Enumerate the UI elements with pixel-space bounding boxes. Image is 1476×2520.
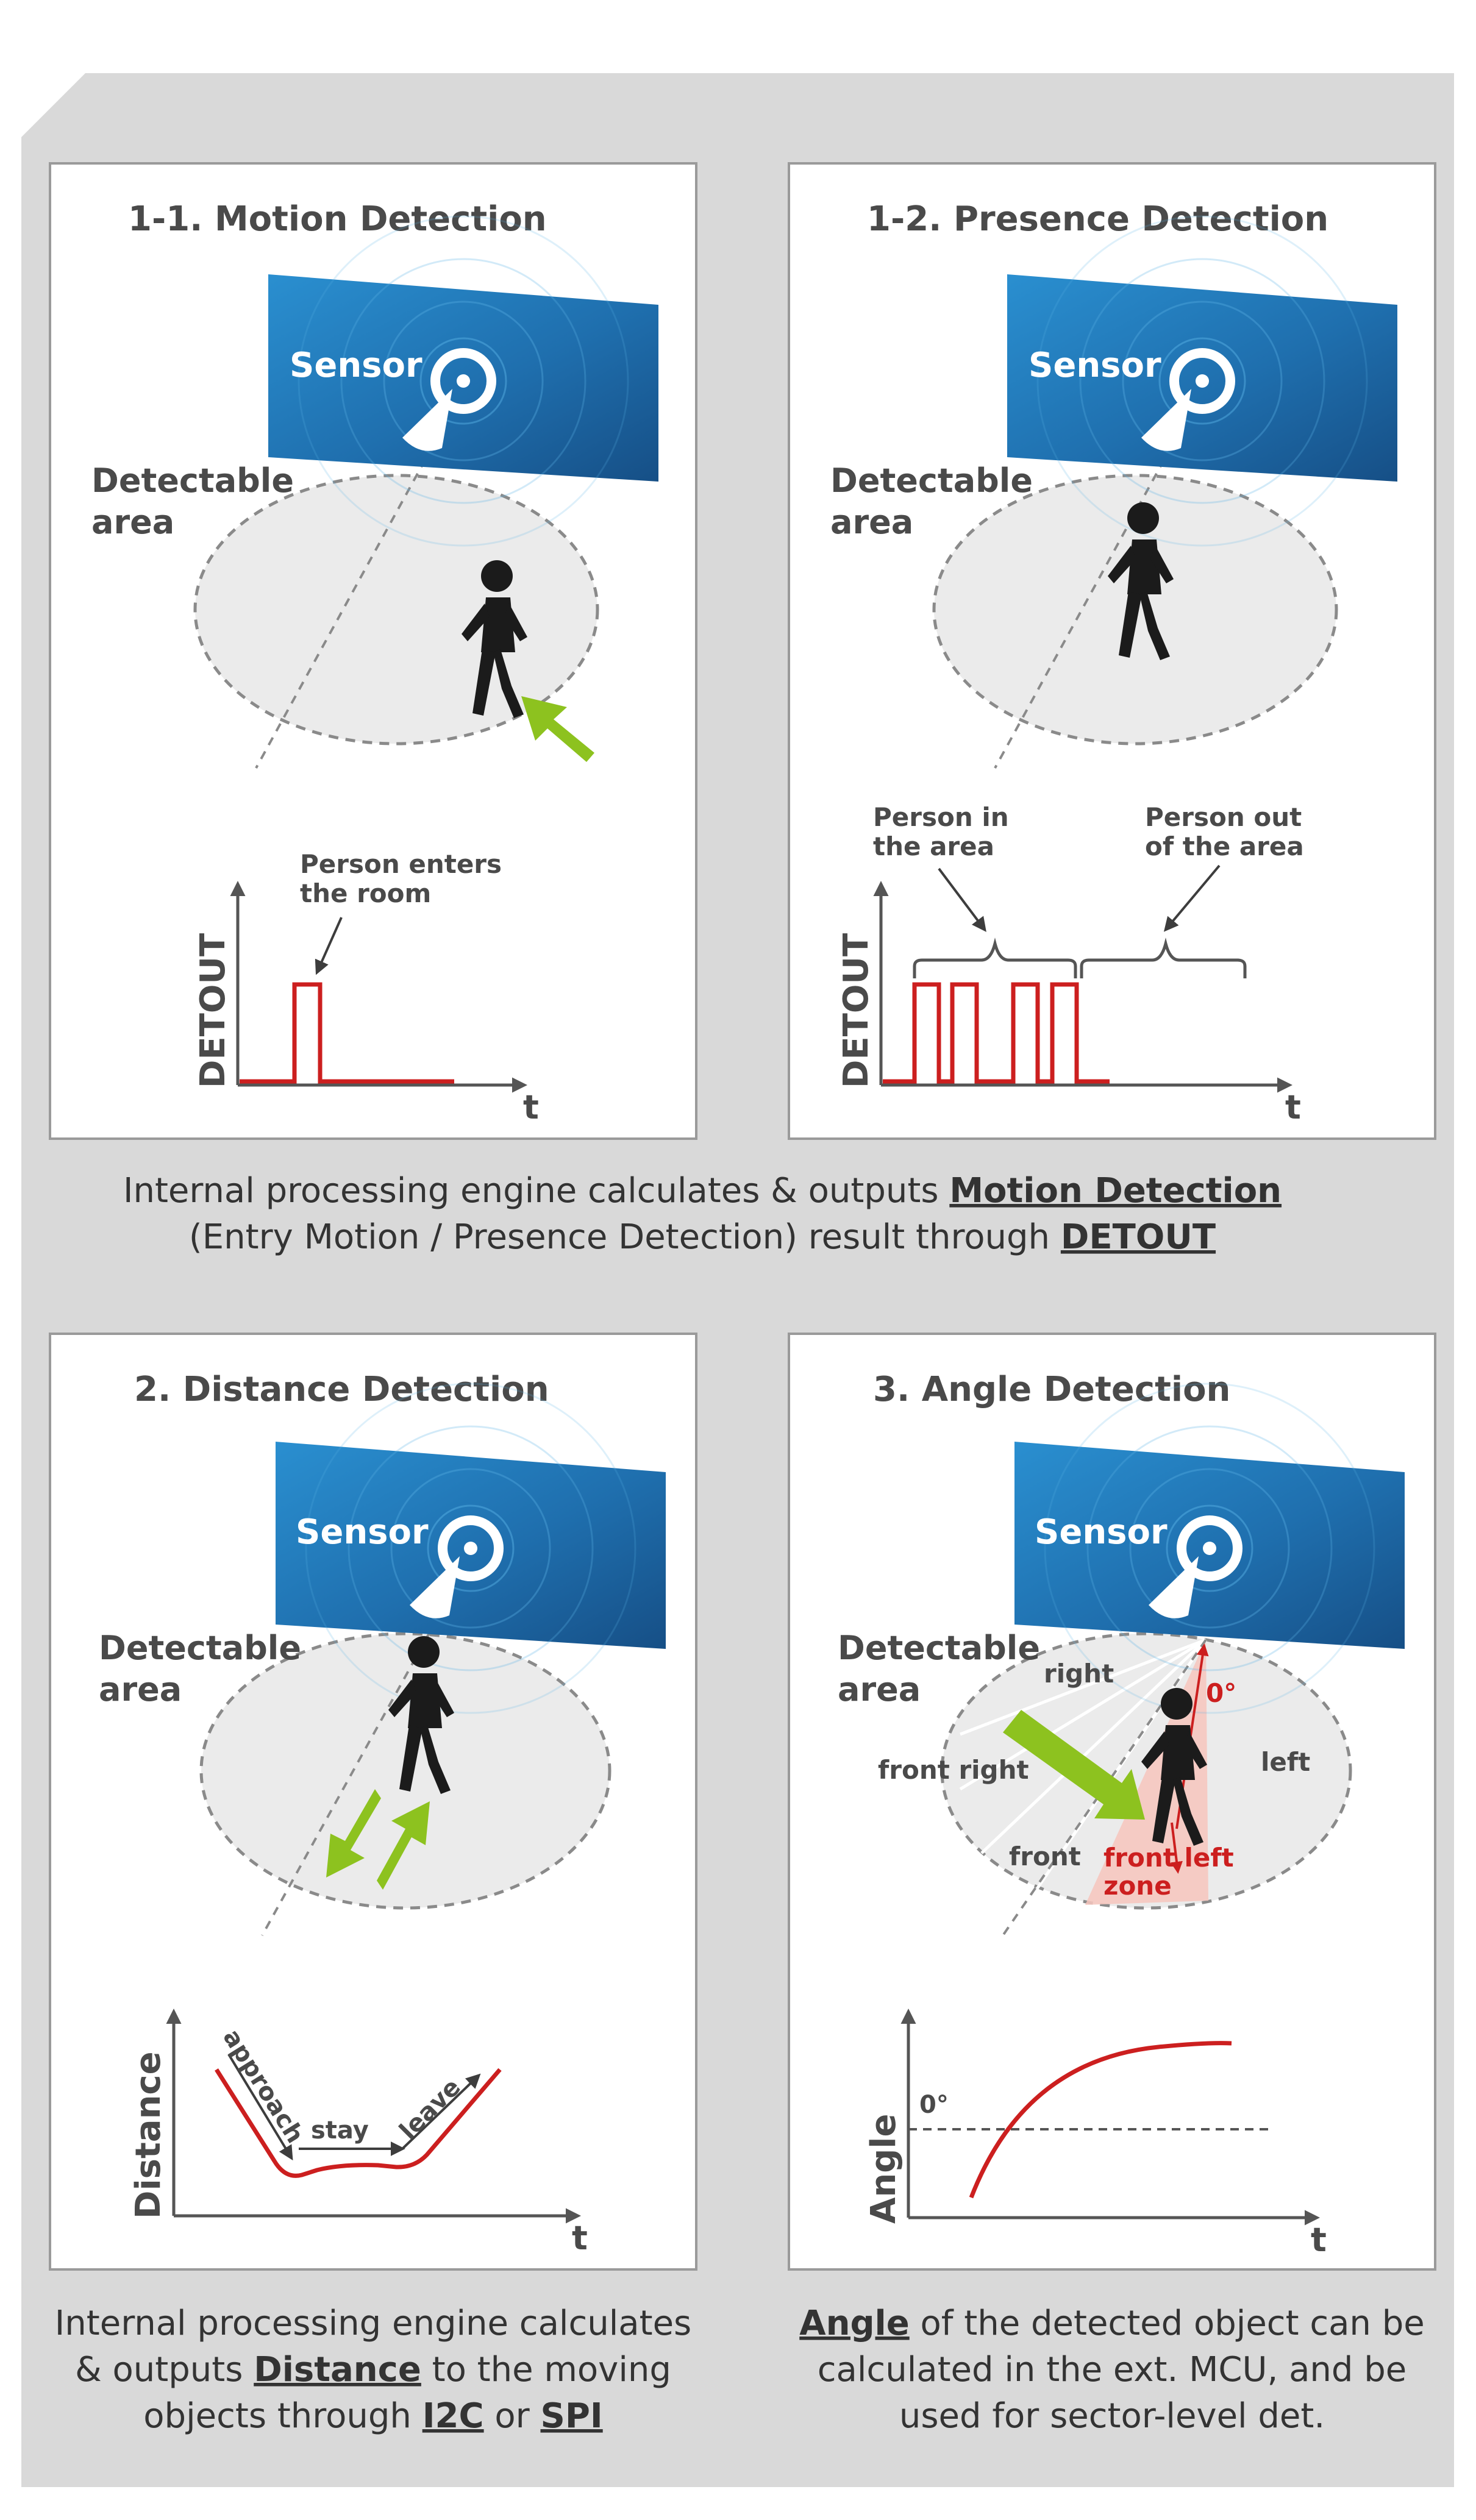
angle-sector-line-3: [980, 1639, 1207, 1854]
angle-zone-right: right: [1044, 1659, 1114, 1689]
distance-area-label-2: area: [99, 1670, 182, 1709]
angle-caption-line-1: Angle of the detected object can be: [799, 2304, 1424, 2343]
angle-zone-left: left: [1261, 1747, 1310, 1777]
motion-y-axis-label: DETOUT: [193, 933, 233, 1088]
presence-out-arrow: [1163, 864, 1221, 932]
distance-caption-line-1: Internal processing engine calculates: [55, 2304, 691, 2343]
angle-y-axis-label: Angle: [864, 2114, 904, 2224]
distance-area-label-1: Detectable: [99, 1629, 301, 1667]
presence-out-brace: [1080, 938, 1247, 978]
motion-area-label-2: area: [91, 503, 174, 541]
angle-x-axis-label: t: [1311, 2221, 1327, 2259]
distance-caption-line-2: & outputs Distance to the moving: [75, 2350, 671, 2390]
motion-panel-content: 1-1. Motion Detection Sensor Detectable …: [91, 199, 658, 1127]
caption-detout-emphasis: DETOUT: [1061, 1217, 1216, 1257]
angle-panel-content: 3. Angle Detection Sensor Detectable are…: [838, 1370, 1405, 2259]
distance-y-axis-label: Distance: [129, 2051, 168, 2219]
motion-area-label-1: Detectable: [91, 461, 294, 500]
presence-detout-signal: [883, 982, 1110, 1084]
angle-area-label-2: area: [838, 1670, 921, 1709]
distance-panel-content: 2. Distance Detection Sensor Detectable …: [99, 1370, 666, 2257]
distance-leave-arrow: [377, 1801, 430, 1890]
caption-distance-emphasis: Distance: [254, 2350, 421, 2390]
motion-title: 1-1. Motion Detection: [128, 199, 547, 239]
angle-graph-zero-label: 0°: [919, 2091, 949, 2119]
motion-x-axis-label: t: [523, 1088, 539, 1127]
distance-approach-arrow-line: [227, 2053, 293, 2161]
distance-x-axis-label: t: [572, 2219, 588, 2257]
presence-area-label-1: Detectable: [830, 461, 1033, 500]
motion-annotation-2: the room: [300, 878, 431, 908]
angle-zone-front: front: [1009, 1842, 1081, 1871]
angle-curve: [969, 2041, 1232, 2199]
caption-spi-emphasis: SPI: [540, 2396, 602, 2436]
angle-zone-front-right: front right: [878, 1755, 1029, 1785]
presence-y-axis-label: DETOUT: [836, 933, 876, 1088]
presence-in-arrow: [938, 867, 986, 932]
presence-panel-content: 1-2. Presence Detection Sensor Detectabl…: [830, 199, 1397, 1127]
presence-x-axis-label: t: [1285, 1088, 1301, 1127]
distance-approach-arrow: [326, 1789, 381, 1878]
distance-curve: [215, 2068, 502, 2178]
angle-title: 3. Angle Detection: [873, 1370, 1230, 1409]
angle-caption-line-3: used for sector-level det.: [899, 2396, 1325, 2436]
presence-out-label-2: of the area: [1145, 831, 1304, 861]
motion-annotation-arrow: [315, 917, 343, 975]
angle-sector-line-1: [960, 1638, 1207, 1736]
motion-annotation-1: Person enters: [300, 849, 502, 879]
angle-area-label-1: Detectable: [838, 1629, 1040, 1667]
angle-zone-front-left-2: zone: [1103, 1871, 1172, 1901]
presence-area-label-2: area: [830, 503, 913, 541]
presence-in-label-2: the area: [873, 831, 994, 861]
top-caption-line-1: Internal processing engine calculates & …: [123, 1171, 1282, 1211]
distance-sensor-label: Sensor: [296, 1512, 429, 1552]
angle-sensor-label: Sensor: [1035, 1512, 1168, 1552]
angle-sector-line-2: [959, 1638, 1207, 1791]
presence-in-label-1: Person in: [873, 802, 1009, 832]
angle-caption-line-2: calculated in the ext. MCU, and be: [818, 2350, 1406, 2390]
angle-green-arrow: [1003, 1710, 1145, 1820]
caption-angle-emphasis: Angle: [799, 2304, 909, 2343]
distance-caption-line-3: objects through I2C or SPI: [143, 2396, 602, 2436]
distance-title: 2. Distance Detection: [134, 1370, 549, 1409]
presence-title: 1-2. Presence Detection: [867, 199, 1328, 239]
motion-green-arrow: [521, 696, 594, 762]
presence-out-label-1: Person out: [1145, 802, 1302, 832]
caption-i2c-emphasis: I2C: [422, 2396, 484, 2436]
distance-leave-arrow-line: [401, 2073, 481, 2150]
motion-sensor-label: Sensor: [290, 346, 422, 385]
angle-zone-front-left-1: front left: [1103, 1843, 1234, 1873]
caption-motion-detection-emphasis: Motion Detection: [949, 1171, 1282, 1211]
motion-detout-signal: [240, 982, 454, 1084]
presence-in-brace: [913, 938, 1077, 978]
angle-red-small-arrow: [1171, 1822, 1183, 1874]
angle-zero-mark: 0°: [1206, 1678, 1236, 1708]
presence-sensor-label: Sensor: [1029, 346, 1161, 385]
top-caption-line-2: (Entry Motion / Presence Detection) resu…: [189, 1217, 1216, 1257]
distance-stay-label: stay: [311, 2116, 369, 2144]
